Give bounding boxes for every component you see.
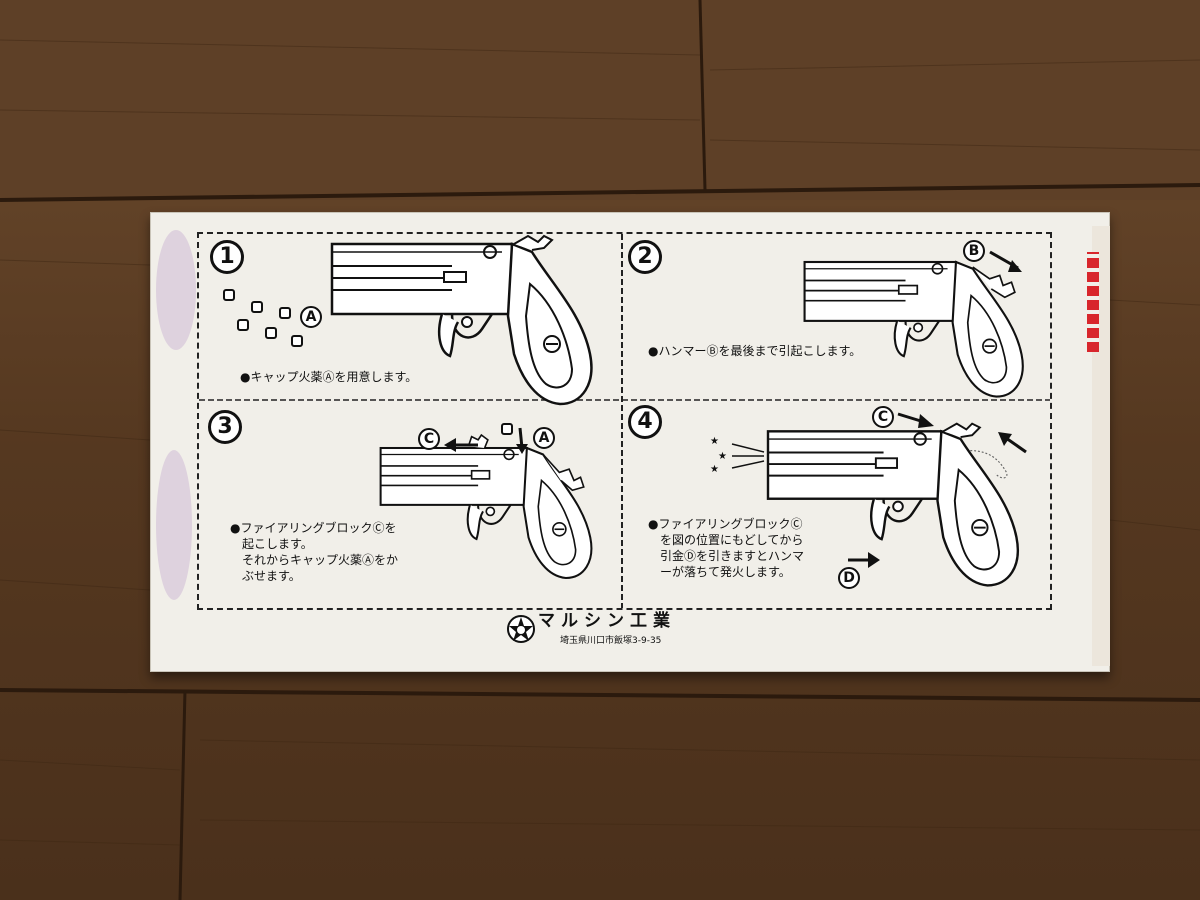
step-2-derringer-illustration (803, 260, 1024, 398)
svg-text:★: ★ (710, 436, 719, 447)
label-a-circle: A (533, 427, 555, 449)
label-a-circle: A (300, 306, 322, 328)
arrow-icon (897, 412, 934, 428)
fire-burst-icon: ★ ★ ★ (710, 436, 765, 475)
svg-text:★: ★ (718, 451, 727, 462)
cap-pellets-icon (223, 289, 303, 347)
label-b-circle: B (963, 240, 985, 262)
step-2-caption: ●ハンマーⒷを最後まで引起こします。 (648, 344, 862, 358)
label-c-circle: C (418, 428, 440, 450)
step-3-number: 3 (208, 410, 242, 444)
arrow-icon (998, 432, 1027, 454)
step-1-derringer-illustration (330, 234, 593, 406)
arrow-right-icon (848, 552, 880, 568)
ink-stain (156, 450, 192, 600)
svg-text:★: ★ (710, 464, 719, 475)
label-c-circle: C (872, 406, 894, 428)
step-4-number: 4 (628, 405, 662, 439)
step-4-derringer-illustration (766, 422, 1019, 587)
arrow-icon (989, 250, 1022, 272)
step-3-caption: ●ファイアリングブロックⒸを 起こします。 それからキャップ火薬Ⓐをか ぶせます… (230, 521, 399, 583)
company-address: 埼玉県川口市飯塚3-9-35 (560, 636, 662, 646)
company-star-logo (507, 615, 535, 643)
step-3-derringer-illustration (379, 433, 593, 580)
step-2-number: 2 (628, 240, 662, 274)
step-1-number: 1 (210, 240, 244, 274)
red-stripe-mark (1087, 252, 1099, 352)
label-d-circle: D (838, 567, 860, 589)
arrow-left-icon (444, 438, 478, 452)
step-1-caption: ●キャップ火薬Ⓐを用意します。 (240, 370, 418, 384)
ink-stain (156, 230, 196, 350)
step-4-caption: ●ファイアリングブロックⒸ を図の位置にもどしてから 引金Ⓓを引きますとハンマ … (648, 517, 805, 579)
instruction-frame (197, 232, 1052, 610)
cap-drop-icon (501, 423, 528, 454)
company-name: マルシン工業 (538, 611, 676, 631)
